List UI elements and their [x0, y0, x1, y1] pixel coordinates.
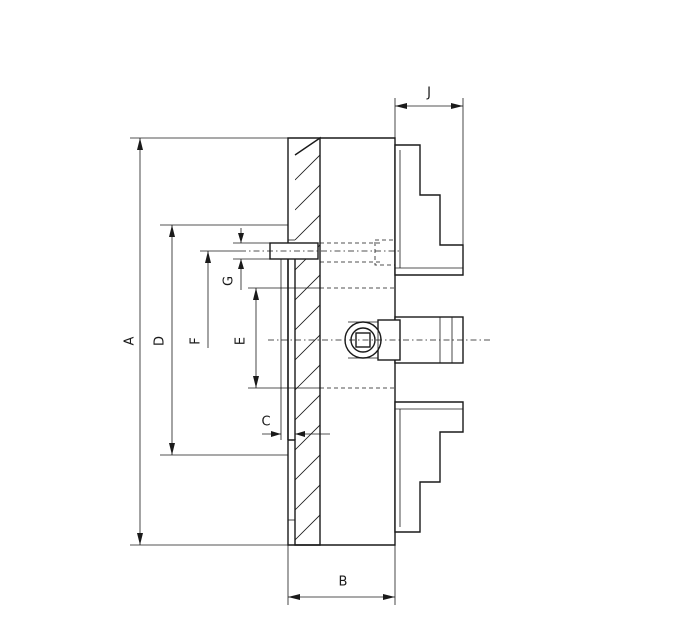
dimension-j: J [394, 86, 464, 245]
dimension-b: B [287, 532, 396, 605]
dimension-g: G [222, 228, 270, 290]
dimension-f: F [189, 250, 240, 348]
label-c: C [261, 415, 270, 430]
label-a: A [123, 336, 138, 345]
label-e: E [234, 337, 249, 345]
label-j: J [426, 86, 431, 101]
hatched-section [295, 144, 320, 541]
label-b: B [339, 575, 348, 590]
dimension-e: E [234, 287, 320, 389]
upper-jaw [394, 144, 464, 276]
label-d: D [153, 336, 168, 346]
dimension-c: C [261, 415, 330, 437]
label-f: F [189, 337, 204, 344]
lower-jaw [394, 401, 464, 533]
dimension-d: D [153, 224, 288, 456]
center-lines [240, 250, 490, 341]
label-g: G [222, 276, 237, 286]
dimension-a: A [123, 137, 288, 546]
